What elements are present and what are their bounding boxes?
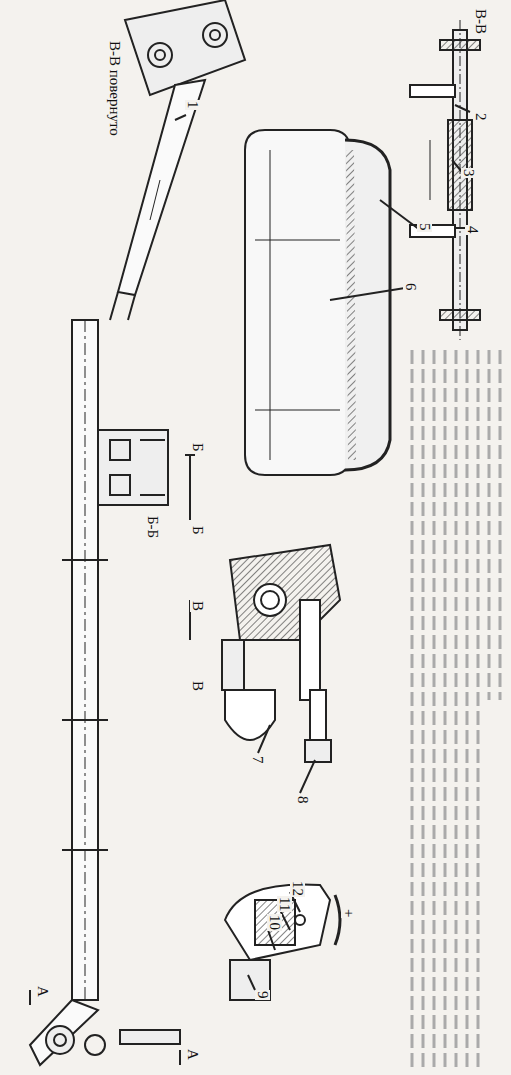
callout-label: + bbox=[341, 908, 356, 918]
callout-label: Б bbox=[190, 525, 205, 536]
callout-label: 5 bbox=[417, 222, 432, 232]
callout-label: 1 bbox=[185, 100, 200, 110]
callout-label: 9 bbox=[255, 990, 270, 1000]
callout-label: В bbox=[190, 680, 205, 692]
callout-label: 10 bbox=[267, 914, 282, 931]
callout-label: В bbox=[190, 600, 205, 612]
callout-label: Б bbox=[190, 442, 205, 453]
callout-label: 6 bbox=[403, 282, 418, 292]
callout-label: 11 bbox=[277, 896, 292, 912]
callout-label: А bbox=[35, 985, 50, 998]
callout-label: 3 bbox=[461, 168, 476, 178]
callout-label: 2 bbox=[473, 112, 488, 122]
callout-label: В-В bbox=[473, 8, 488, 35]
callout-label: В-В повернуто bbox=[107, 40, 122, 137]
callout-label: А bbox=[185, 1048, 200, 1061]
callout-label: 12 bbox=[290, 880, 305, 897]
callout-label: 7 bbox=[250, 755, 265, 765]
callout-label: Б-Б bbox=[145, 515, 160, 539]
callout-label: 4 bbox=[465, 225, 480, 235]
callout-label: 8 bbox=[295, 795, 310, 805]
